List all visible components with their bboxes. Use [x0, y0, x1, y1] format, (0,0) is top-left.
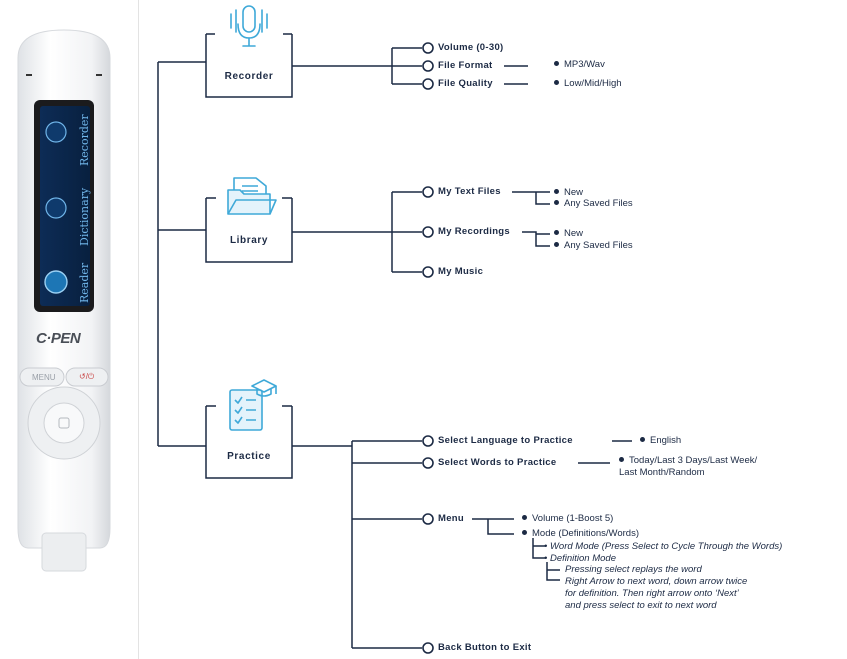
- leaf-words-range-2: Last Month/Random: [619, 467, 705, 478]
- leaf-recordings-new: New: [554, 228, 583, 240]
- brand-logo: C·PEN: [36, 330, 81, 347]
- definition-note-3: for definition. Then right arrow onto ‘N…: [565, 588, 739, 599]
- bullet-icon: [522, 530, 527, 535]
- node-my-music: My Music: [438, 266, 484, 277]
- leaf-file-quality: Low/Mid/High: [554, 78, 622, 90]
- menu-button-label: MENU: [32, 373, 56, 382]
- category-library-title: Library: [229, 235, 269, 246]
- leaf-menu-volume: Volume (1-Boost 5): [522, 513, 613, 525]
- mode-text: Definition Mode: [549, 553, 616, 564]
- bullet-icon: [640, 437, 645, 442]
- leaf-text: Any Saved Files: [564, 198, 633, 209]
- node-file-format: File Format: [438, 60, 493, 71]
- leaf-text: Volume (1-Boost 5): [532, 513, 614, 524]
- leaf-text: Today/Last 3 Days/Last Week/: [629, 455, 758, 466]
- mode-definition: • Definition Mode: [544, 553, 616, 564]
- node-back-button: Back Button to Exit: [438, 642, 532, 653]
- leaf-text: MP3/Wav: [564, 59, 605, 70]
- node-my-text-files: My Text Files: [438, 186, 501, 197]
- device-body: [17, 29, 111, 572]
- leaf-text: New: [564, 187, 584, 198]
- leaf-recordings-saved: Any Saved Files: [554, 240, 633, 252]
- node-file-quality: File Quality: [438, 78, 493, 89]
- leaf-words-range-1: Today/Last 3 Days/Last Week/: [619, 455, 757, 467]
- bullet-icon: [554, 61, 559, 66]
- node-menu: Menu: [438, 513, 465, 524]
- node-my-recordings: My Recordings: [438, 226, 510, 237]
- microphone-icon: [230, 5, 268, 47]
- leaf-file-format: MP3/Wav: [554, 59, 605, 71]
- folder-icon: [227, 177, 277, 215]
- node-select-language: Select Language to Practice: [438, 435, 573, 446]
- leaf-text-files-new: New: [554, 187, 583, 199]
- definition-note-1: Pressing select replays the word: [565, 564, 702, 575]
- leaf-text: Low/Mid/High: [564, 78, 622, 89]
- definition-note-2: Right Arrow to next word, down arrow twi…: [565, 576, 748, 587]
- node-select-words: Select Words to Practice: [438, 457, 557, 468]
- leaf-text: English: [650, 435, 682, 446]
- node-volume: Volume (0-30): [438, 42, 504, 53]
- bullet-icon: [554, 189, 559, 194]
- bullet-icon: [619, 457, 624, 462]
- mode-word: • Word Mode (Press Select to Cycle Throu…: [544, 541, 783, 552]
- bullet-icon: [554, 230, 559, 235]
- leaf-english: English: [640, 435, 681, 447]
- category-recorder-title: Recorder: [224, 71, 274, 82]
- mode-text: Word Mode (Press Select to Cycle Through…: [549, 541, 783, 552]
- leaf-text: New: [564, 228, 584, 239]
- c-pen-device: Reader Dictionary Recorder C·PEN MENU ↺/…: [8, 28, 120, 576]
- leaf-text: Any Saved Files: [564, 240, 633, 251]
- leaf-text: Mode (Definitions/Words): [532, 528, 640, 539]
- back-power-button-label: ↺/⏻: [79, 372, 95, 381]
- definition-note-4: and press select to exit to next word: [565, 600, 717, 611]
- bullet-icon: [554, 200, 559, 205]
- category-practice-title: Practice: [227, 451, 271, 462]
- bullet-icon: [554, 80, 559, 85]
- bullet-icon: [522, 515, 527, 520]
- bullet-icon: [554, 242, 559, 247]
- leaf-text-files-saved: Any Saved Files: [554, 198, 633, 210]
- leaf-menu-mode: Mode (Definitions/Words): [522, 528, 639, 540]
- divider: [138, 0, 139, 659]
- checklist-graduation-cap-icon: [229, 379, 277, 431]
